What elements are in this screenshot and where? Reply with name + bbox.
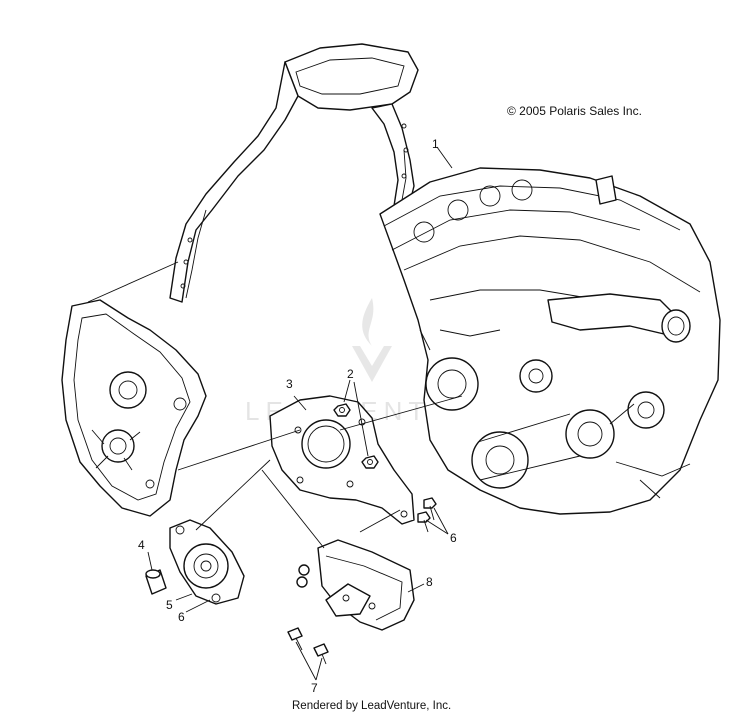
mount-bracket[interactable]: [296, 539, 415, 631]
callout-6a[interactable]: 6: [178, 610, 185, 624]
bolt-7-right[interactable]: [313, 643, 329, 665]
gearcase-cover[interactable]: [61, 299, 207, 517]
bolt-upper[interactable]: [423, 497, 437, 521]
callout-3[interactable]: 3: [286, 377, 293, 391]
rendered-by-footer: Rendered by LeadVenture, Inc.: [292, 700, 452, 712]
callout-8[interactable]: 8: [426, 575, 433, 589]
callout-4[interactable]: 4: [138, 538, 145, 552]
bolt-7-left[interactable]: [287, 627, 303, 651]
nut-lower[interactable]: [361, 455, 379, 469]
callout-2[interactable]: 2: [347, 367, 354, 381]
adapter-plate[interactable]: [269, 395, 415, 525]
callout-5[interactable]: 5: [166, 598, 173, 612]
callout-1[interactable]: 1: [432, 137, 439, 151]
callout-6b[interactable]: 6: [450, 531, 457, 545]
nut-upper[interactable]: [333, 403, 351, 417]
copyright-notice: © 2005 Polaris Sales Inc.: [507, 104, 642, 118]
callout-7[interactable]: 7: [311, 681, 318, 695]
leader-lines: [87, 146, 463, 681]
engine-assembly[interactable]: [379, 167, 721, 515]
frame-brace[interactable]: [169, 43, 419, 303]
spacer[interactable]: [145, 569, 167, 595]
bearing-housing[interactable]: [169, 519, 245, 605]
bolt-lower[interactable]: [417, 511, 431, 533]
callouts: 1 2 3 4 5 6 6 7 8: [138, 137, 457, 695]
